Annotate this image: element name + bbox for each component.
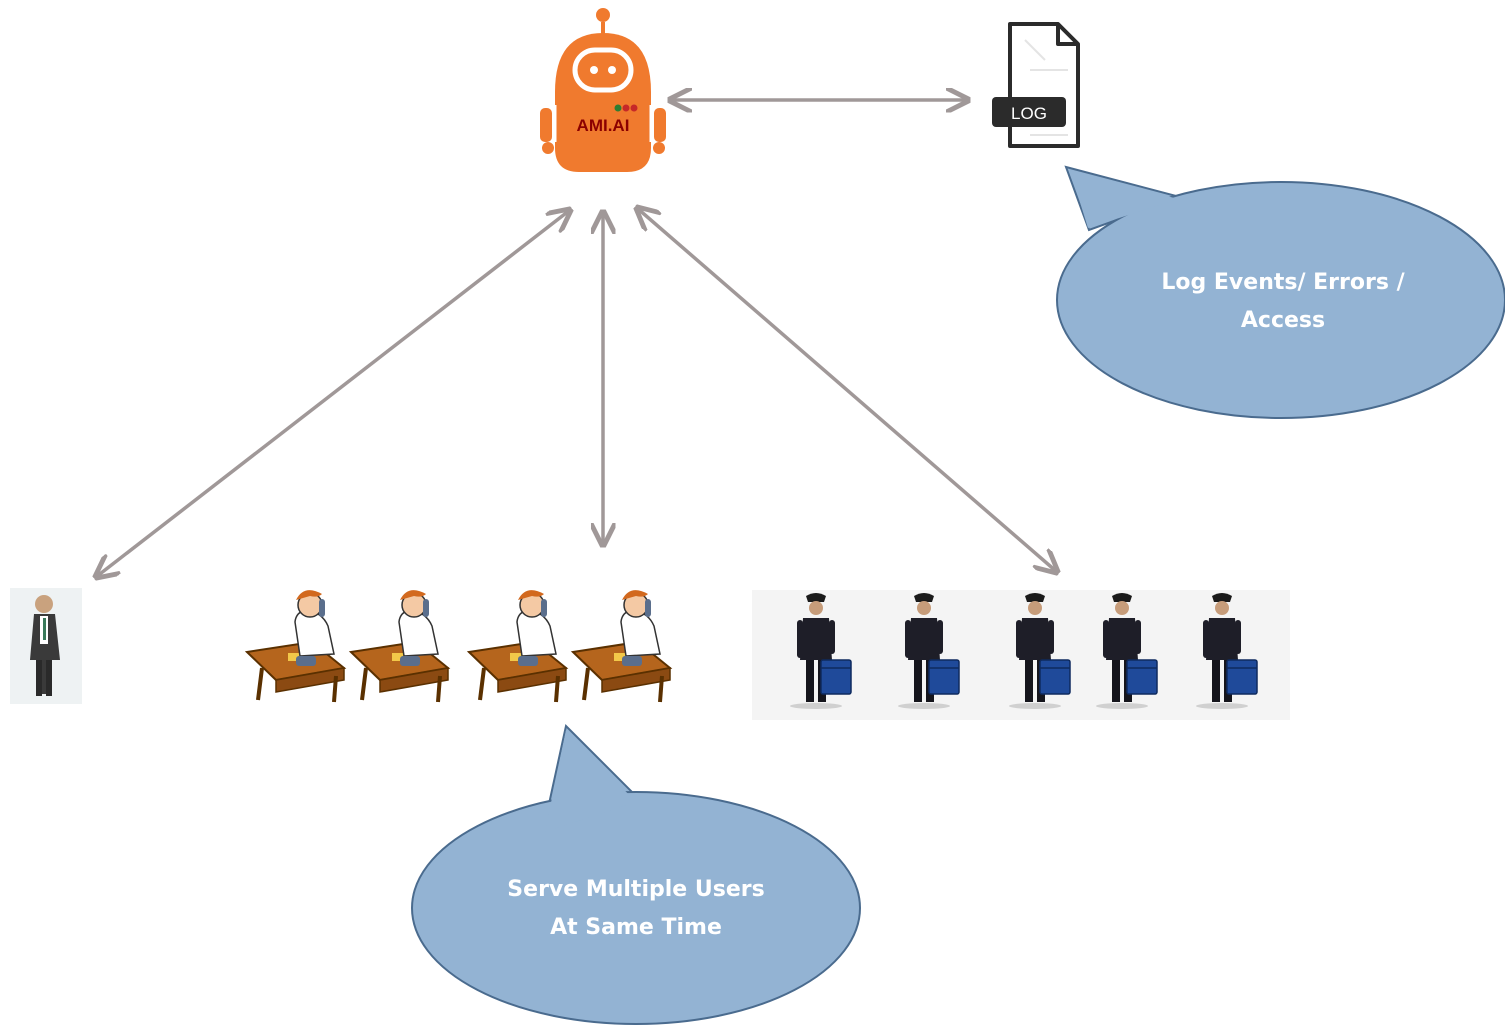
robot-body: [555, 33, 651, 172]
phone-operator-icon: [466, 590, 569, 703]
arrow-bot-single-user: [96, 210, 570, 577]
log-callout: Log Events/ Errors / Access: [1056, 165, 1505, 419]
pilot-with-briefcase-icon: [1196, 593, 1258, 709]
arrow-bot-pilots: [637, 208, 1057, 572]
log-callout-line2: Access: [1241, 308, 1325, 333]
phone-operator-icon: [348, 590, 451, 703]
serve-callout-line2: At Same Time: [550, 915, 722, 940]
call-center-operators: [244, 590, 673, 703]
serve-callout: Serve Multiple Users At Same Time: [411, 723, 861, 1025]
connector-arrows: [96, 100, 1057, 577]
pilots-group: [752, 590, 1290, 720]
robot-label: AMI.AI: [577, 116, 630, 135]
phone-operator-icon: [570, 590, 673, 703]
serve-callout-line1: Serve Multiple Users: [507, 877, 764, 902]
businessman-icon: [10, 588, 82, 704]
pilot-with-briefcase-icon: [790, 593, 852, 709]
phone-operator-icon: [244, 590, 347, 703]
pilot-with-briefcase-icon: [1096, 593, 1158, 709]
pilot-with-briefcase-icon: [1009, 593, 1071, 709]
pilot-with-briefcase-icon: [898, 593, 960, 709]
log-callout-line1: Log Events/ Errors /: [1161, 270, 1405, 295]
log-file-icon: LOG: [992, 22, 1080, 148]
log-label: LOG: [1011, 104, 1047, 123]
robot-icon: AMI.AI: [540, 8, 666, 172]
